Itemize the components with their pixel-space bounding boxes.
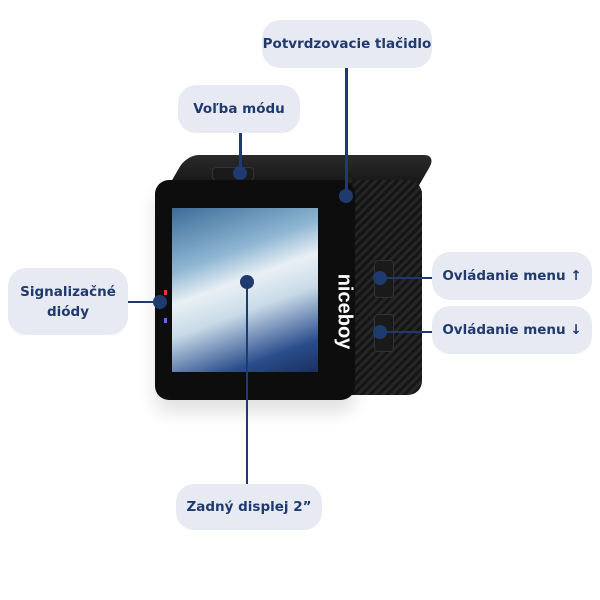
connector-line [380, 277, 432, 279]
label-indicator-leds: Signalizačné diódy [8, 268, 128, 335]
marker-dot [233, 166, 247, 180]
label-rear-display: Zadný displej 2” [176, 484, 322, 530]
marker-dot [240, 275, 254, 289]
connector-line [246, 282, 248, 484]
label-confirm-button: Potvrdzovacie tlačidlo [262, 20, 432, 68]
connector-line [345, 68, 348, 196]
marker-dot [153, 295, 167, 309]
rear-display [172, 208, 318, 372]
connector-line [239, 133, 242, 173]
label-mode-select: Voľba módu [178, 85, 300, 133]
marker-dot [339, 189, 353, 203]
label-menu-up: Ovládanie menu ↑ [432, 252, 592, 300]
led-blue [164, 318, 167, 323]
label-menu-down: Ovládanie menu ↓ [432, 306, 592, 354]
connector-line [128, 301, 160, 303]
connector-line [380, 331, 432, 333]
led-red [164, 290, 167, 295]
marker-dot [373, 271, 387, 285]
marker-dot [373, 325, 387, 339]
brand-logo: niceboy [333, 273, 356, 350]
